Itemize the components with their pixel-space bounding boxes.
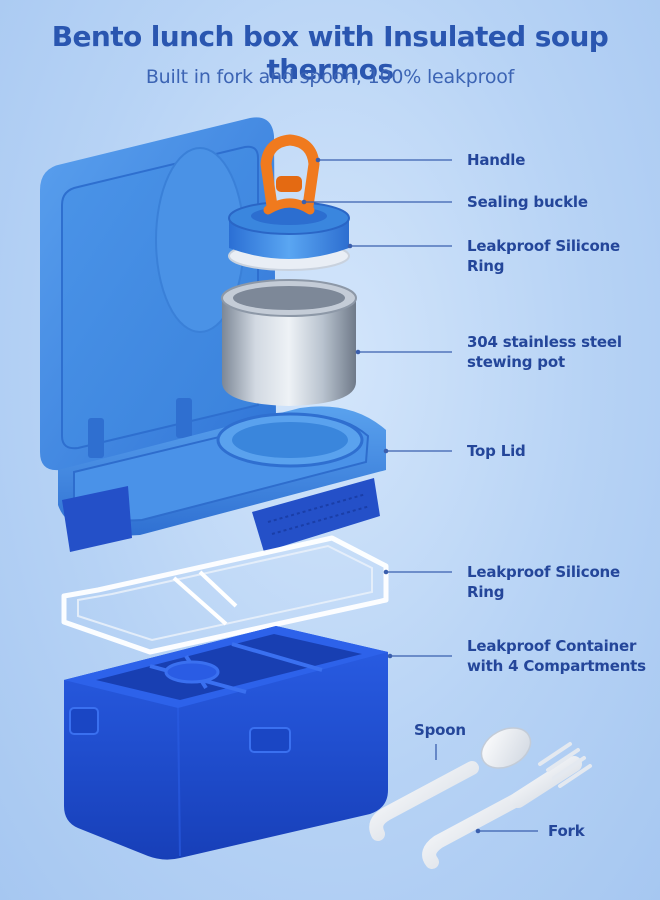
label-handle: Handle <box>467 151 526 169</box>
latch-right <box>252 478 380 552</box>
label-top-lid: Top Lid <box>467 442 526 460</box>
compartment-round <box>164 660 220 684</box>
silicone-ring-frame <box>61 535 389 655</box>
latch-left <box>62 486 132 552</box>
leader-lines <box>304 159 538 832</box>
label-spoon: Spoon <box>414 721 466 739</box>
fork <box>422 742 592 869</box>
hinge-left <box>88 418 104 458</box>
label-steel-pot-line2: stewing pot <box>467 353 565 371</box>
pot-seat-inner <box>232 422 348 458</box>
label-silicone-ring-mid: Leakproof Silicone Ring <box>467 563 620 601</box>
leader-dots <box>301 157 481 834</box>
page-subtitle: Built in fork and spoon, 100% leakproof <box>145 66 515 88</box>
label-silicone-ring-top: Leakproof Silicone Ring <box>467 237 620 275</box>
label-steel-pot: 304 stainless steel stewing pot <box>467 332 622 372</box>
handle-loop <box>260 134 320 212</box>
label-container-line1: Leakproof Container <box>467 637 637 655</box>
sealing-buckle <box>276 176 302 192</box>
thermos-assembly <box>221 134 357 406</box>
hinge-right <box>176 398 192 438</box>
steel-pot-body <box>222 298 356 406</box>
container-opening <box>96 634 362 700</box>
container <box>64 626 388 860</box>
container-clip-left <box>69 707 99 735</box>
label-fork: Fork <box>548 822 585 840</box>
container-clip-right <box>249 727 291 753</box>
label-steel-pot-line1: 304 stainless steel <box>467 333 622 351</box>
lid-assembly <box>40 117 386 552</box>
spoon <box>369 727 532 841</box>
label-container-line2: with 4 Compartments <box>467 657 646 675</box>
page-title: Bento lunch box with Insulated soup ther… <box>51 20 609 86</box>
label-sealing-buckle: Sealing buckle <box>467 193 588 211</box>
label-container: Leakproof Container with 4 Compartments <box>467 636 646 676</box>
